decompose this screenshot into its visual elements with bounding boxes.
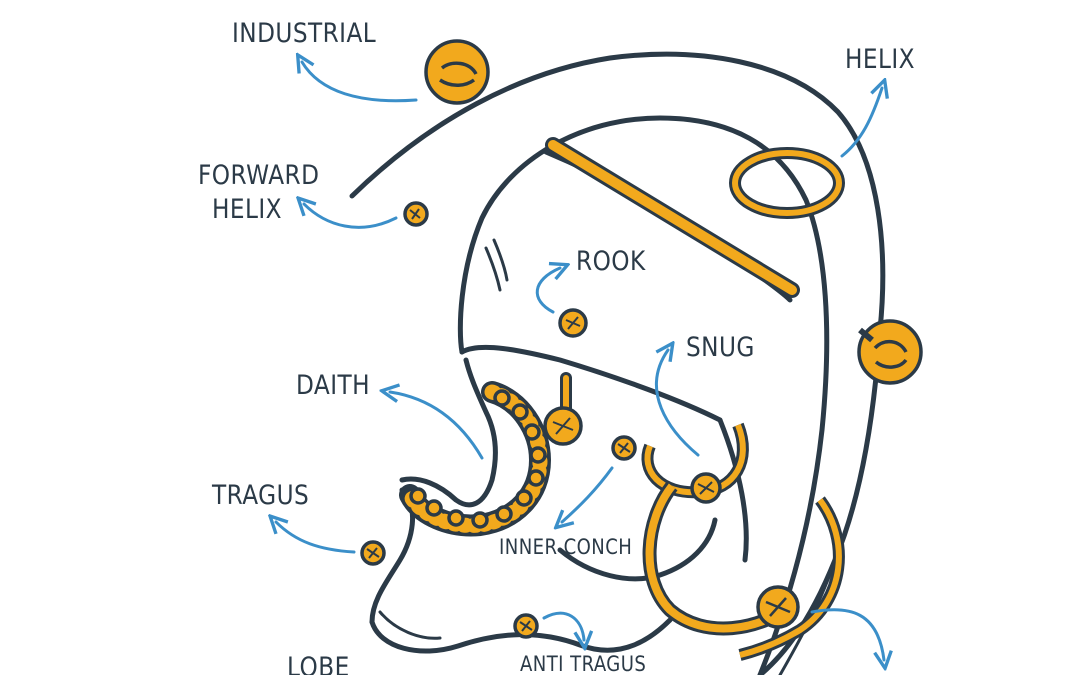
concha-bowl: [459, 344, 723, 423]
pointer-arrow-icon: [535, 268, 560, 314]
ball-stud-icon: [857, 319, 923, 385]
crus-line-2: [492, 238, 509, 282]
pointer-arrow-icon: [542, 611, 584, 640]
hoop-ring-icon: [641, 422, 749, 504]
hoop-ring-icon: [738, 496, 845, 661]
label-forward-helix-line1: FORWARD: [198, 160, 320, 191]
pointer-arrow-icon: [302, 62, 418, 103]
ear-outline: [349, 51, 886, 675]
label-inner-conch: INNER CONCH: [499, 535, 633, 559]
pointer-arrow-icon: [810, 608, 884, 660]
pointer-arrows: [276, 62, 884, 660]
label-lobe: LOBE: [287, 652, 350, 675]
pointer-arrow-icon: [562, 466, 614, 522]
ball-stud-icon: [403, 201, 429, 227]
antitragus-outline: [557, 517, 718, 582]
crus-line: [484, 246, 502, 292]
industrial-barbell-icon: [424, 39, 800, 298]
pointer-arrow-icon: [655, 350, 700, 457]
pointer-arrow-icon: [840, 88, 882, 158]
pointer-arrow-icon: [390, 392, 484, 460]
pointer-arrow-icon: [304, 204, 398, 229]
label-daith: DAITH: [296, 370, 371, 401]
ball-stud-icon: [611, 435, 637, 461]
outer-helix-rim: [349, 51, 886, 675]
lobe-crease: [378, 610, 442, 640]
ball-stud-icon: [513, 613, 539, 639]
label-snug: SNUG: [686, 332, 755, 363]
jewelry: [360, 39, 923, 661]
antihelix-ridge: [717, 417, 749, 563]
hoop-ring-icon: [642, 481, 797, 636]
ball-stud-icon: [558, 308, 588, 338]
ball-stud-icon: [543, 372, 583, 446]
hoop-ring-icon: [729, 147, 845, 219]
label-anti-tragus: ANTI TRAGUS: [520, 652, 647, 675]
label-tragus: TRAGUS: [212, 480, 310, 511]
label-helix: HELIX: [845, 44, 915, 75]
daith-beaded-ring-icon: [399, 381, 552, 537]
label-rook: ROOK: [576, 246, 646, 277]
label-industrial: INDUSTRIAL: [232, 18, 377, 49]
tragus-outline: [399, 357, 498, 508]
pointer-arrow-icon: [276, 522, 356, 554]
ball-stud-icon: [360, 540, 386, 566]
label-forward-helix-line2: HELIX: [212, 194, 282, 225]
